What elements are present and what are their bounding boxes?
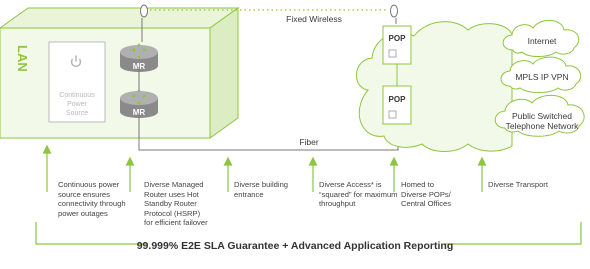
router-label: MR <box>133 108 146 117</box>
building-roof <box>0 7 240 29</box>
building-side <box>209 7 239 139</box>
pop-label: POP <box>389 95 407 104</box>
antenna-icon <box>390 4 398 24</box>
carrier-cloud <box>356 21 513 152</box>
callout-arrowhead <box>223 156 233 166</box>
cloud-pstn-label-1: Public Switched <box>512 111 572 121</box>
fiber-label: Fiber <box>299 137 319 147</box>
caption-diverse-transport: Diverse Transport <box>488 180 548 189</box>
pop-box: POP <box>382 85 412 125</box>
callout-arrowhead <box>477 156 487 166</box>
pop-box: POP <box>382 25 412 65</box>
cloud-mpls: MPLS IP VPN <box>500 56 582 93</box>
power-source-box <box>48 41 106 123</box>
footer-bracket-left <box>35 222 148 245</box>
callout-arrowhead <box>125 156 135 166</box>
router-label: MR <box>133 62 146 71</box>
cloud-mpls-label: MPLS IP VPN <box>515 72 568 82</box>
cloud-pstn: Public Switched Telephone Network <box>494 94 585 137</box>
fixed-wireless-label: Fixed Wireless <box>286 14 342 24</box>
cloud-internet: Internet <box>502 19 580 57</box>
cloud-pstn-label-2: Telephone Network <box>506 121 580 131</box>
cloud-internet-label: Internet <box>528 36 557 46</box>
router-icon: MR <box>120 89 158 118</box>
power-source-label-2: Power <box>67 101 88 108</box>
power-icon <box>70 55 82 68</box>
footer-sla-text: 99.999% E2E SLA Guarantee + Advanced App… <box>136 240 454 252</box>
power-source-label-1: Continuous <box>59 92 95 99</box>
lan-label: LAN <box>15 45 30 72</box>
callout-arrowhead <box>389 156 399 166</box>
pop-label: POP <box>389 34 407 43</box>
callout-arrowhead <box>308 156 318 166</box>
antenna-icon <box>140 4 148 42</box>
power-source-label-3: Source <box>66 110 88 117</box>
callout-arrowhead <box>42 144 52 154</box>
router-icon: MR <box>120 43 158 72</box>
footer-bracket-right <box>444 222 582 245</box>
